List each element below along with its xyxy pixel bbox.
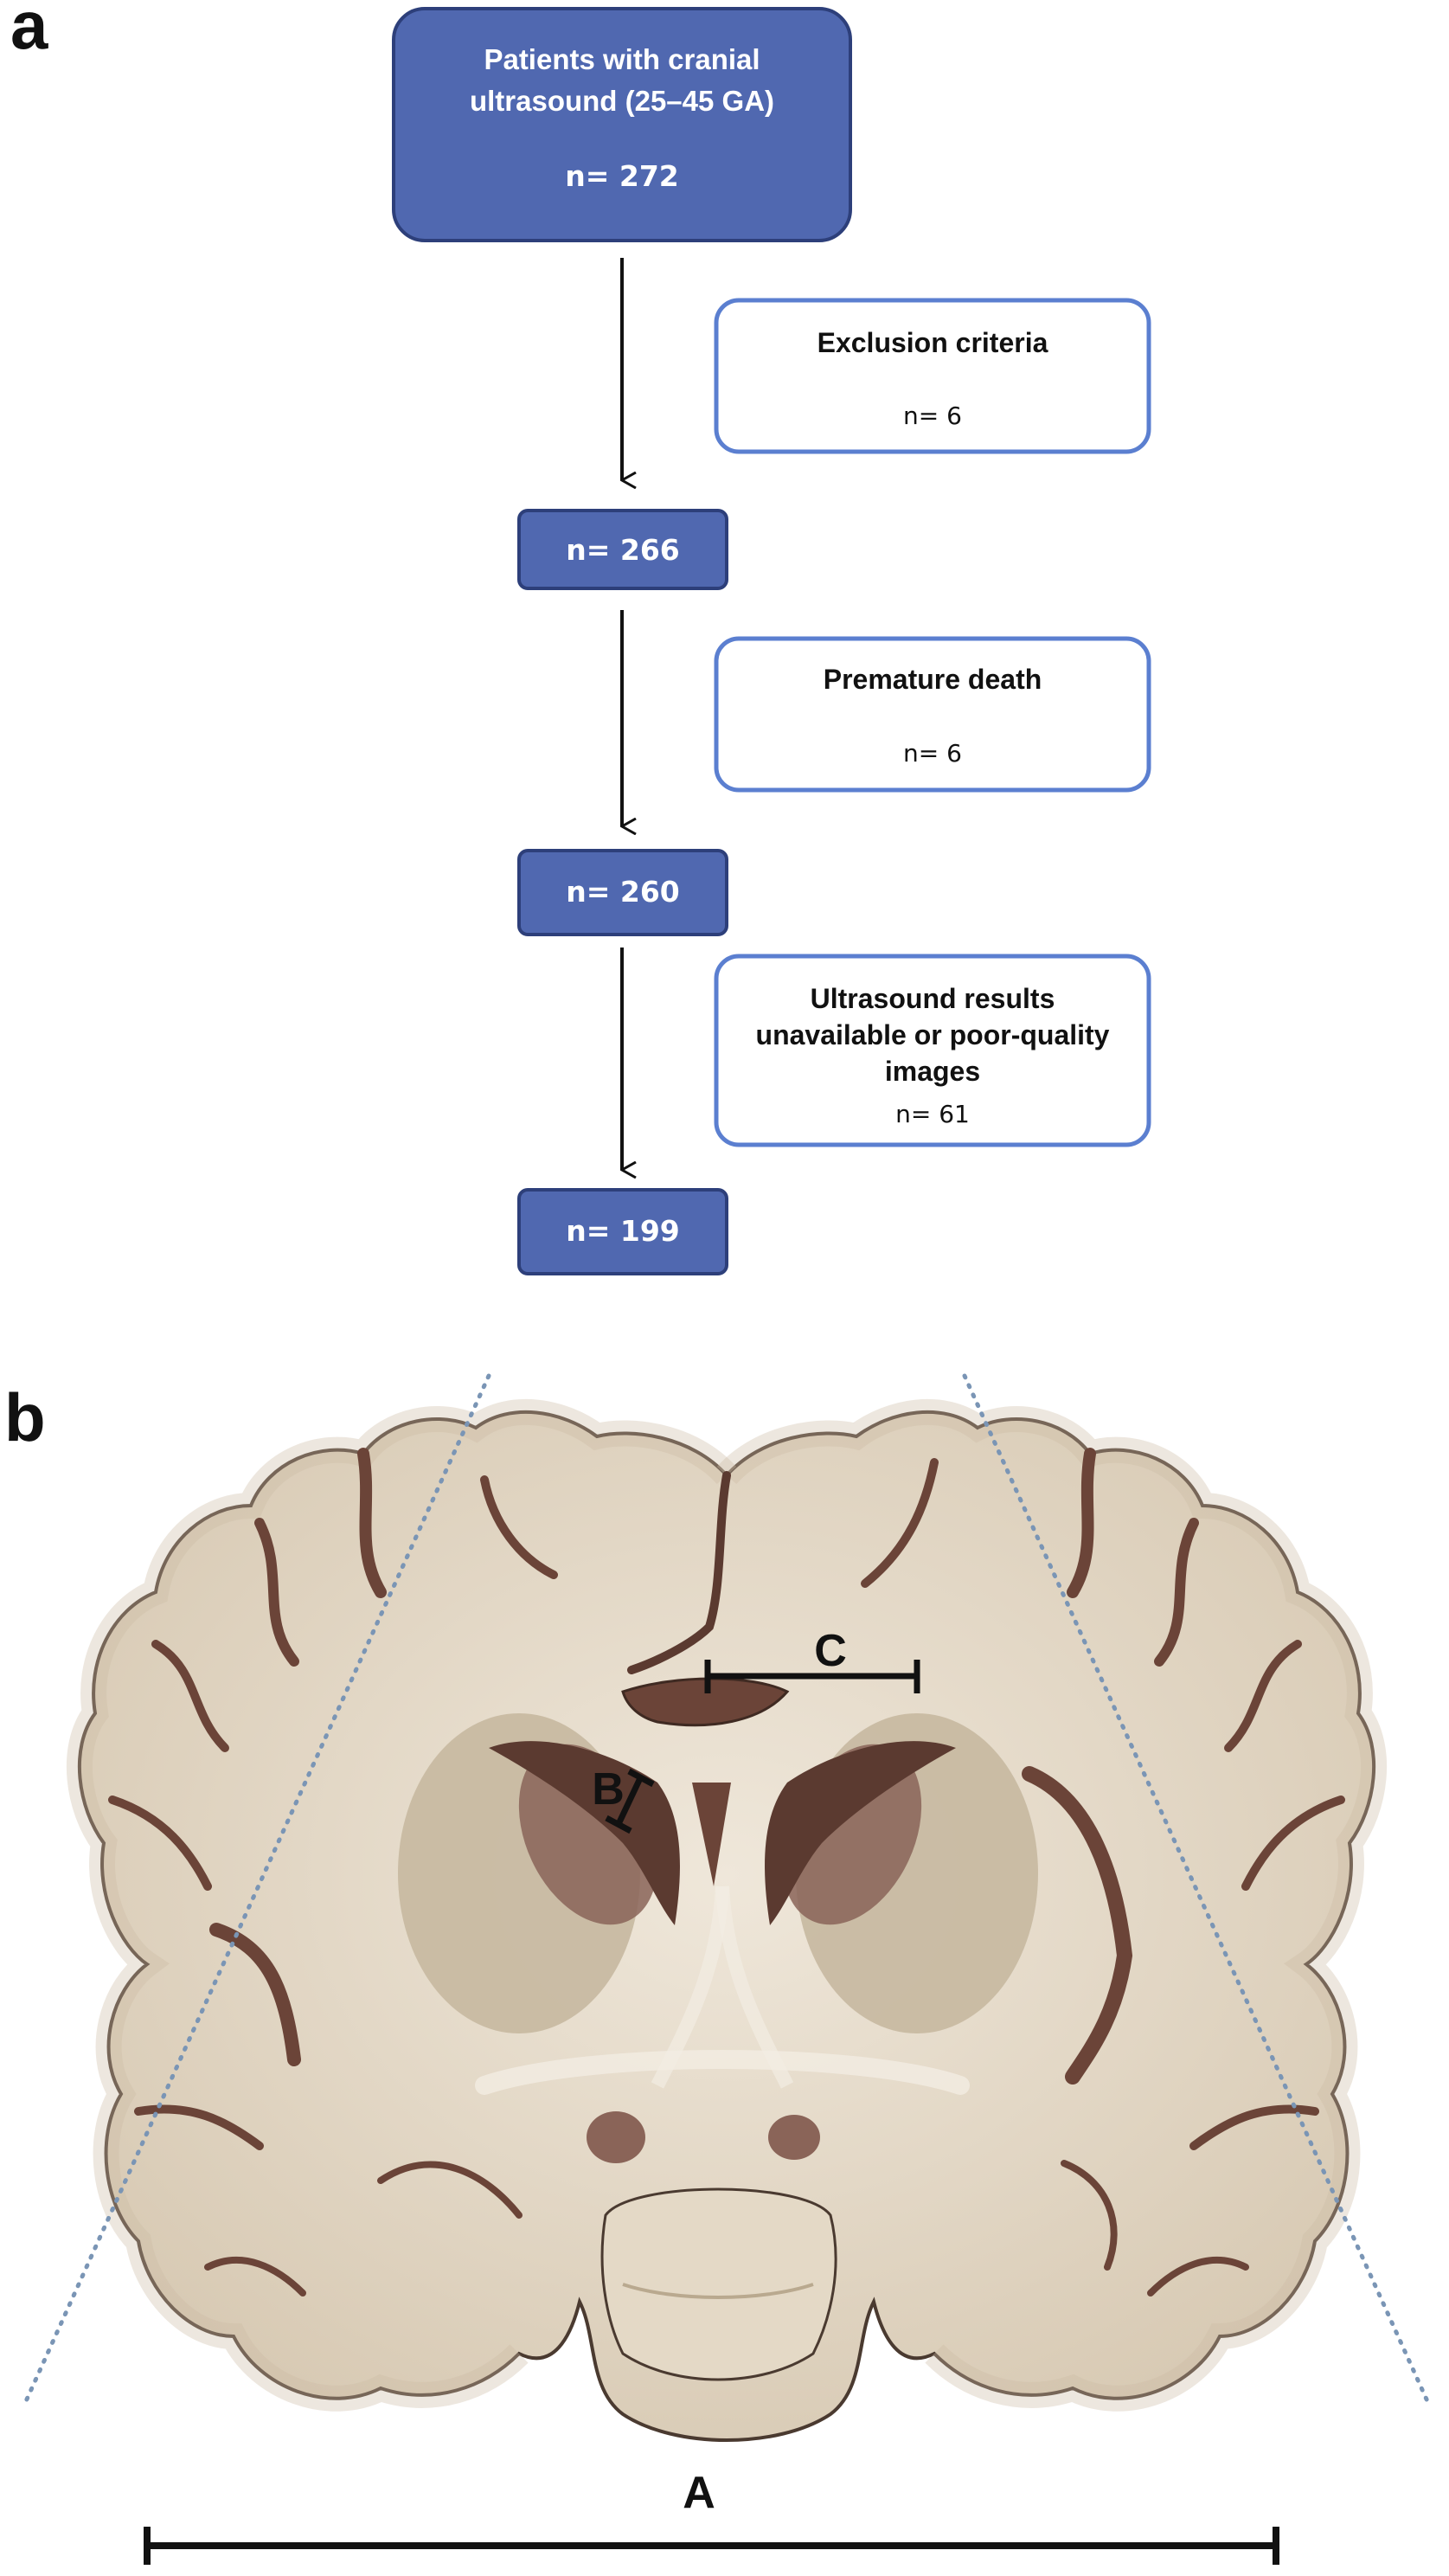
exclusion-3-line3: images: [885, 1056, 980, 1087]
panel-a-label: a: [10, 0, 48, 63]
exclusion-3-count: n= 61: [895, 1100, 970, 1128]
flow-start-box: Patients with cranial ultrasound (25–45 …: [392, 7, 852, 242]
exclusion-2-title: Premature death: [824, 664, 1042, 695]
start-box-line1: Patients with cranial: [484, 43, 760, 75]
start-box-line2: ultrasound (25–45 GA): [470, 85, 774, 117]
start-box-count: n= 272: [565, 159, 679, 193]
exclusion-box-3: Ultrasound results unavailable or poor-q…: [714, 954, 1151, 1147]
measure-a-label: A: [683, 2468, 715, 2518]
measure-b: B: [592, 1764, 655, 1834]
measure-c: C: [704, 1626, 920, 1693]
flow-step-box-1: n= 266: [517, 509, 728, 590]
flow-step-box-3: n= 199: [517, 1188, 728, 1275]
step-1-count: n= 266: [566, 533, 680, 567]
measure-b-label: B: [592, 1764, 625, 1815]
exclusion-box-1: Exclusion criteria n= 6: [714, 298, 1151, 454]
exclusion-1-title: Exclusion criteria: [817, 327, 1048, 358]
exclusion-2-count: n= 6: [903, 739, 962, 768]
panel-b-label: b: [4, 1379, 46, 1455]
exclusion-1-count: n= 6: [903, 401, 962, 430]
right-lateral-ventricle: [765, 1741, 956, 1925]
flow-step-box-2: n= 260: [517, 849, 728, 936]
exclusion-box-2: Premature death n= 6: [714, 636, 1151, 793]
step-3-count: n= 199: [566, 1214, 680, 1248]
left-lateral-ventricle: [489, 1741, 680, 1925]
step-2-count: n= 260: [566, 875, 680, 909]
exclusion-3-line2: unavailable or poor-quality: [756, 1019, 1110, 1050]
exclusion-3-line1: Ultrasound results: [811, 983, 1055, 1014]
dotted-guide-right: [962, 1373, 1430, 2404]
measure-a: A: [144, 2468, 1279, 2565]
brain-coronal-illustration: [66, 1398, 1388, 2442]
dotted-guide-left: [23, 1373, 491, 2404]
measure-c-label: C: [814, 1626, 847, 1676]
